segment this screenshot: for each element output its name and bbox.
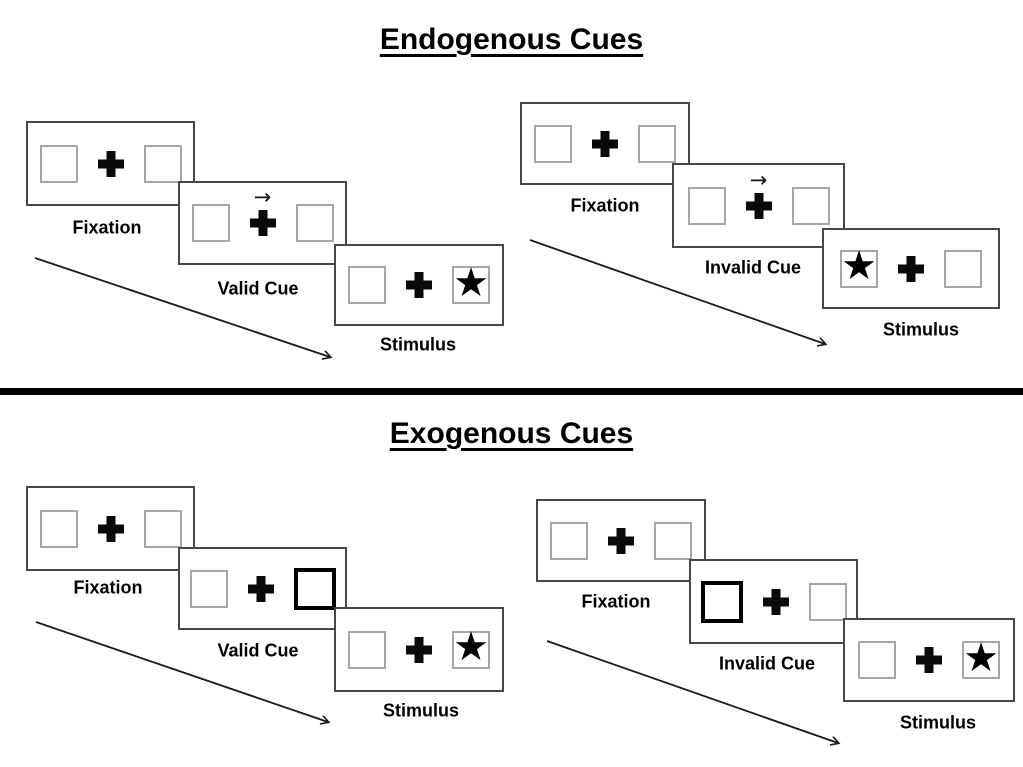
section-divider: [0, 388, 1023, 395]
stimulus-panel: ★: [822, 228, 1000, 309]
placeholder-box-right: [143, 144, 182, 183]
cue-display: →: [687, 169, 830, 225]
star-stimulus-icon: ★: [963, 634, 999, 681]
stimulus-display: ★: [840, 246, 982, 288]
stimulus-panel: ★: [334, 607, 504, 692]
stimulus-display: ★: [858, 634, 1000, 681]
fixation-label: Fixation: [73, 577, 143, 598]
fixation-cross-icon: [98, 516, 124, 542]
star-stimulus-icon: ★: [453, 259, 489, 306]
fixation-cross-icon: →: [746, 169, 772, 219]
target-box-right: ★: [962, 634, 1000, 681]
target-box-left: ★: [840, 246, 878, 288]
timeline-arrow-endogenous-valid: [34, 257, 330, 357]
target-box-right: ★: [452, 627, 490, 669]
stimulus-label: Stimulus: [379, 334, 457, 355]
exogenous-section-title: Exogenous Cues: [389, 417, 634, 450]
cue-display: [700, 580, 847, 623]
fixation-cross-icon: [406, 272, 432, 298]
peripheral-box-cue-right: [293, 567, 336, 610]
peripheral-box-cue-left: [700, 580, 743, 623]
fixation-panel: [26, 486, 195, 571]
stimulus-panel: ★: [843, 618, 1015, 702]
placeholder-box-left: [534, 124, 572, 163]
fixation-display: [39, 144, 182, 183]
target-box-right: ★: [452, 259, 490, 306]
endogenous-section-title: Endogenous Cues: [379, 23, 644, 56]
placeholder-box-left: [39, 509, 78, 548]
fixation-cross-icon: [916, 647, 942, 673]
fixation-cross-icon: →: [250, 187, 276, 236]
fixation-panel: [536, 499, 706, 582]
placeholder-box-right: [791, 186, 830, 225]
stimulus-label: Stimulus: [899, 712, 977, 733]
placeholder-box-left: [348, 266, 386, 304]
stimulus-panel: ★: [334, 244, 504, 326]
timeline-arrow-endogenous-invalid: [529, 239, 825, 344]
fixation-label: Fixation: [72, 217, 142, 238]
fixation-cross-icon: [608, 528, 634, 554]
stimulus-label: Stimulus: [882, 319, 960, 340]
placeholder-box-left: [858, 641, 896, 679]
placeholder-box-left: [348, 630, 386, 669]
fixation-display: [550, 521, 692, 560]
fixation-cross-icon: [406, 637, 432, 663]
placeholder-box-left: [189, 569, 228, 608]
timeline-arrow-exogenous-valid: [35, 621, 328, 722]
stimulus-display: ★: [348, 627, 490, 669]
placeholder-box-right: [295, 204, 334, 242]
star-stimulus-icon: ★: [453, 624, 489, 670]
fixation-label: Fixation: [570, 195, 640, 216]
stimulus-display: ★: [348, 259, 490, 306]
invalid-cue-label: Invalid Cue: [704, 257, 802, 278]
central-arrow-cue-icon: →: [749, 167, 768, 192]
fixation-cross-icon: [248, 576, 274, 602]
placeholder-box-left: [550, 521, 588, 560]
cue-display: →: [191, 187, 334, 242]
invalid-cue-label: Invalid Cue: [718, 653, 816, 674]
invalid-cue-panel: [689, 559, 858, 644]
placeholder-box-right: [654, 521, 692, 560]
star-stimulus-icon: ★: [841, 243, 877, 289]
fixation-display: [39, 509, 182, 548]
central-arrow-cue-icon: →: [253, 185, 272, 209]
fixation-cross-icon: [898, 256, 924, 282]
fixation-panel: [520, 102, 690, 185]
fixation-panel: [26, 121, 195, 206]
placeholder-box-right: [808, 582, 847, 621]
valid-cue-label: Valid Cue: [217, 640, 299, 661]
stimulus-label: Stimulus: [382, 700, 460, 721]
fixation-cross-icon: [763, 589, 789, 615]
fixation-cross-icon: [98, 151, 124, 177]
placeholder-box-left: [687, 186, 726, 225]
valid-cue-panel: [178, 547, 347, 630]
placeholder-box-left: [191, 204, 230, 242]
placeholder-box-left: [39, 144, 78, 183]
fixation-cross-icon: [592, 131, 618, 157]
fixation-label: Fixation: [581, 591, 651, 612]
fixation-display: [534, 124, 676, 163]
valid-cue-label: Valid Cue: [217, 278, 299, 299]
placeholder-box-right: [143, 509, 182, 548]
invalid-cue-panel: →: [672, 163, 845, 248]
cue-display: [189, 567, 336, 610]
placeholder-box-right: [638, 124, 676, 163]
placeholder-box-right: [944, 249, 982, 288]
valid-cue-panel: →: [178, 181, 347, 265]
